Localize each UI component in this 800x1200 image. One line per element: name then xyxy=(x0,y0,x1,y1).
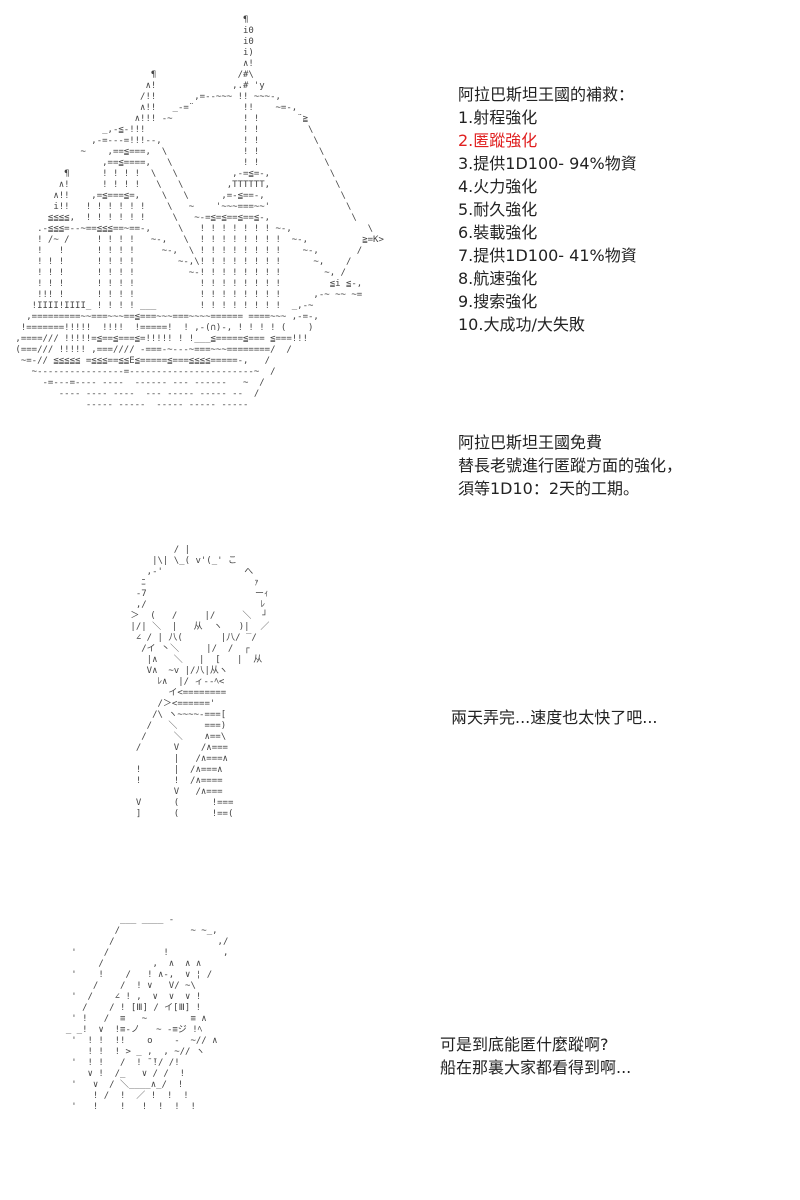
girl-character-ascii-art: ___ ____ - / ~ ~_, / ,/ ' / ! , / , ∧ ∧ … xyxy=(65,915,229,1112)
free-upgrade-note: 阿拉巴斯坦王國免費 替長老號進行匿蹤方面的強化， 須等1D10：2天的工期。 xyxy=(458,431,682,500)
girl-dialogue-line: 船在那裏大家都看得到啊... xyxy=(440,1058,632,1077)
free-note-line: 須等1D10：2天的工期。 xyxy=(458,479,640,498)
upgrade-option-supplies-41: 7.提供1D100- 41%物資 xyxy=(458,246,637,265)
upgrade-option-search: 9.搜索強化 xyxy=(458,292,538,311)
boy-dialogue-line: 兩天弄完...速度也太快了吧... xyxy=(451,708,658,727)
upgrade-option-durability: 5.耐久強化 xyxy=(458,200,538,219)
girl-dialogue-line: 可是到底能匿什麼蹤啊? xyxy=(440,1035,609,1054)
boy-dialogue: 兩天弄完...速度也太快了吧... xyxy=(451,706,658,729)
boy-character-ascii-art: / | |\| \_( v'(_' こ ,-' へ ﾆ ｧ -7 ーｨ ,/ ﾚ… xyxy=(130,545,270,819)
sailing-ship-ascii-art: ¶ i0 i0 i) ∧! xyxy=(15,15,384,410)
upgrade-option-cargo: 6.裝載強化 xyxy=(458,223,538,242)
upgrade-option-range: 1.射程強化 xyxy=(458,108,538,127)
upgrade-option-firepower: 4.火力強化 xyxy=(458,177,538,196)
free-note-line: 替長老號進行匿蹤方面的強化， xyxy=(458,456,683,475)
upgrade-options-list: 阿拉巴斯坦王國的補救： 1.射程強化 2.匿蹤強化 3.提供1D100- 94%… xyxy=(458,83,637,336)
upgrade-list-title: 阿拉巴斯坦王國的補救： xyxy=(458,85,635,104)
upgrade-option-supplies-94: 3.提供1D100- 94%物資 xyxy=(458,154,637,173)
upgrade-option-stealth-selected: 2.匿蹤強化 xyxy=(458,131,538,150)
upgrade-option-speed: 8.航速強化 xyxy=(458,269,538,288)
free-note-line: 阿拉巴斯坦王國免費 xyxy=(458,433,603,452)
girl-dialogue: 可是到底能匿什麼蹤啊? 船在那裏大家都看得到啊... xyxy=(440,1033,631,1079)
upgrade-option-critical: 10.大成功/大失敗 xyxy=(458,315,585,334)
